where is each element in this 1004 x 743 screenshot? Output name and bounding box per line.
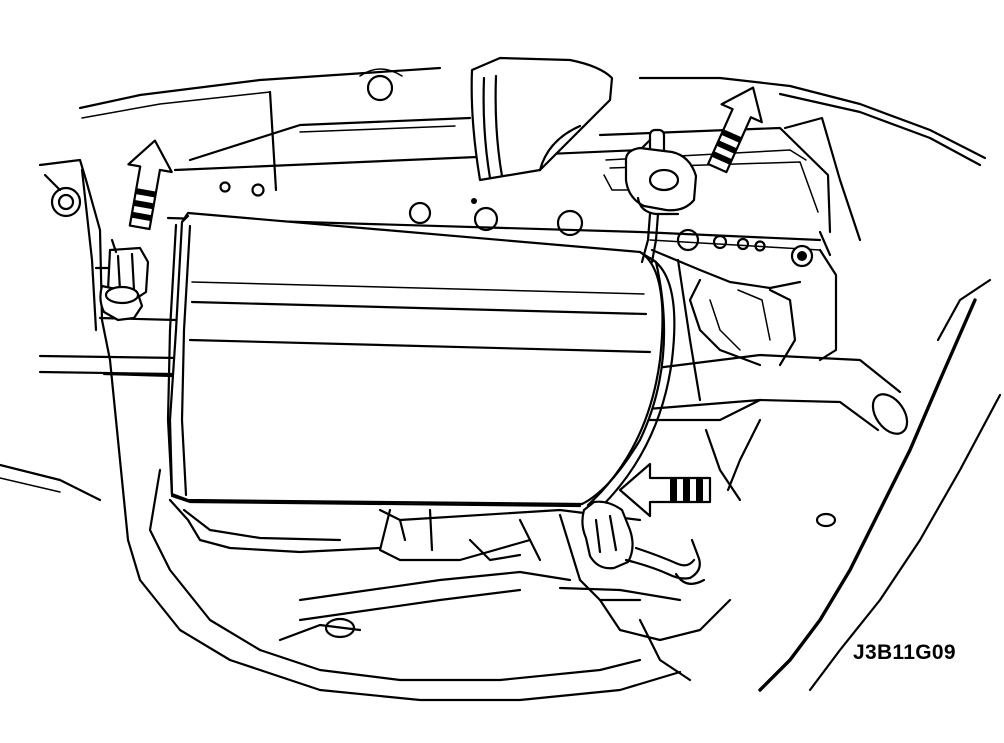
center-rubber-hanger — [624, 128, 698, 264]
figure-code-label: J3B11G09 — [853, 641, 956, 664]
arrow-icon-left — [618, 462, 712, 518]
arrow-icon-up-left — [127, 139, 173, 231]
arrow-icon-up-right — [707, 86, 763, 174]
muffler — [166, 211, 676, 554]
front-rubber-hanger — [94, 238, 150, 322]
rear-rubber-hanger — [581, 500, 706, 585]
tail-pipe — [633, 353, 909, 435]
jack-support — [470, 56, 614, 182]
inlet-pipe — [98, 316, 178, 378]
